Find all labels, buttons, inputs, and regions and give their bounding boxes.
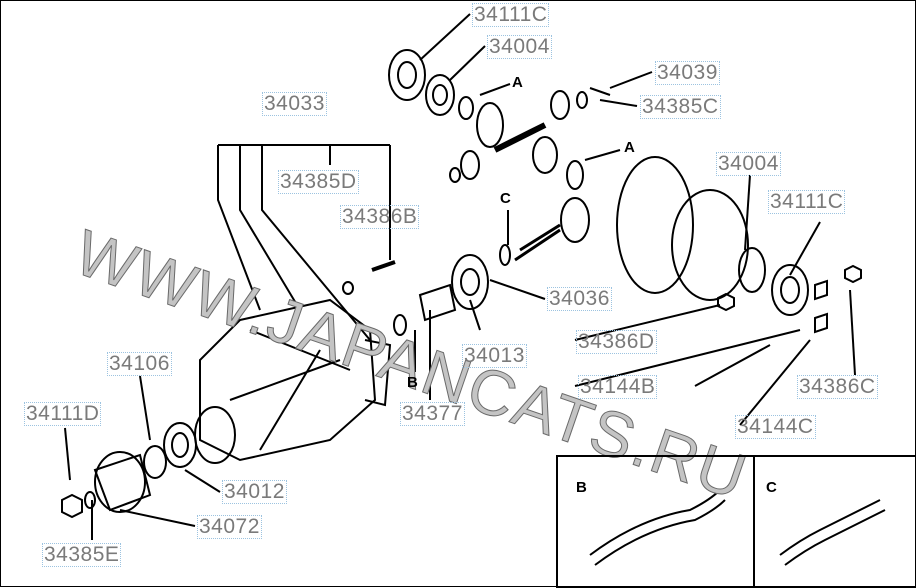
part-label-34012[interactable]: 34012 bbox=[222, 480, 287, 504]
part-label-34033[interactable]: 34033 bbox=[262, 92, 327, 116]
ref-c: C bbox=[500, 190, 511, 207]
inset-label-c: C bbox=[766, 479, 777, 496]
ref-a-2: A bbox=[624, 139, 635, 156]
part-label-34111d[interactable]: 34111D bbox=[24, 402, 102, 426]
part-label-34036[interactable]: 34036 bbox=[547, 287, 612, 311]
part-label-34111c[interactable]: 34111C bbox=[472, 3, 550, 27]
ref-b: B bbox=[407, 374, 418, 391]
leader-line bbox=[419, 13, 471, 61]
part-label-34004-2[interactable]: 34004 bbox=[716, 152, 781, 176]
part-label-34386d[interactable]: 34386D bbox=[576, 330, 657, 354]
part-label-34385c[interactable]: 34385C bbox=[640, 95, 721, 119]
part-label-34106[interactable]: 34106 bbox=[107, 352, 172, 376]
part-label-34013[interactable]: 34013 bbox=[462, 344, 527, 368]
part-label-34385d[interactable]: 34385D bbox=[278, 170, 359, 194]
part-label-34144c[interactable]: 34144C bbox=[735, 415, 816, 439]
part-label-34004[interactable]: 34004 bbox=[487, 35, 552, 59]
detail-inset: B C bbox=[556, 455, 916, 588]
part-label-34111c-2[interactable]: 34111C bbox=[768, 190, 846, 214]
part-label-34386b[interactable]: 34386B bbox=[340, 205, 420, 229]
ref-a: A bbox=[512, 74, 523, 91]
inset-label-b: B bbox=[576, 479, 587, 496]
part-label-34386c[interactable]: 34386C bbox=[797, 375, 878, 399]
part-label-34385e[interactable]: 34385E bbox=[42, 543, 122, 567]
part-label-34377[interactable]: 34377 bbox=[400, 402, 465, 426]
inset-divider bbox=[753, 457, 755, 586]
part-label-34039[interactable]: 34039 bbox=[655, 61, 720, 85]
part-label-34144b[interactable]: 34144B bbox=[578, 375, 658, 399]
inset-springs bbox=[589, 489, 886, 566]
part-label-34072[interactable]: 34072 bbox=[197, 515, 262, 539]
